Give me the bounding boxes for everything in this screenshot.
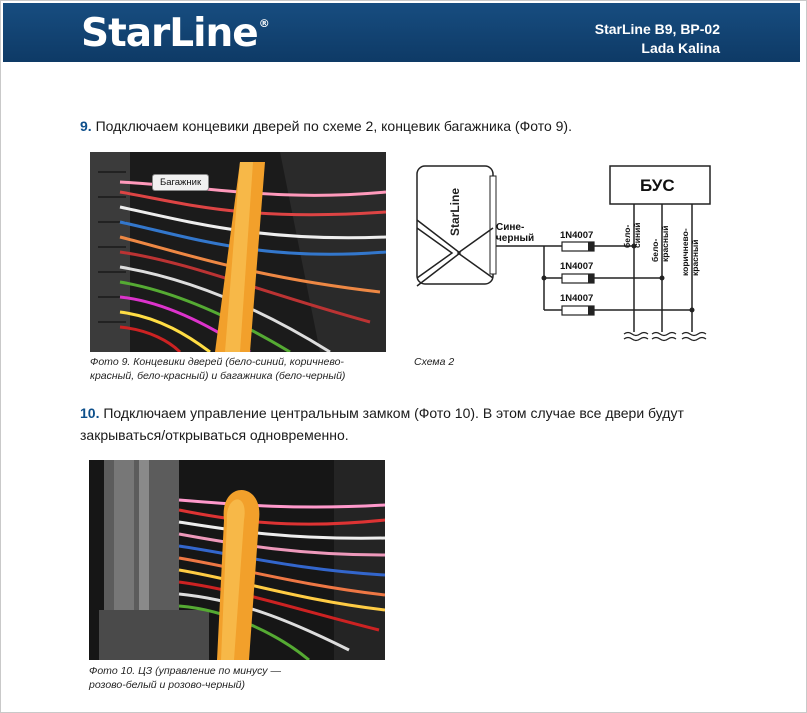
- step-10-instruction: 10. Подключаем управление центральным за…: [80, 402, 740, 446]
- svg-text:1N4007: 1N4007: [560, 261, 593, 272]
- unit-brand-label: StarLine: [448, 188, 462, 236]
- output-label-1a: бело-: [622, 225, 632, 248]
- output-label-2a: бело-: [650, 239, 660, 262]
- photo-10-wiring: [89, 460, 385, 660]
- output-label-3a: коричнево-: [680, 228, 690, 276]
- step-number: 9.: [80, 118, 92, 134]
- diode-2: 1N4007: [560, 261, 595, 284]
- output-label-3b: красный: [690, 239, 700, 276]
- header-car: Lada Kalina: [641, 40, 720, 56]
- output-label-2b: красный: [660, 225, 670, 262]
- header-model: StarLine B9, BP-02: [594, 21, 720, 37]
- wire-label-1: Сине-: [496, 222, 524, 233]
- scheme-2-caption: Схема 2: [414, 356, 455, 368]
- bus-label: БУС: [640, 176, 675, 195]
- step-9-instruction: 9. Подключаем концевики дверей по схеме …: [80, 115, 572, 137]
- wire-label-2: черный: [496, 233, 534, 244]
- header-bar: StarLine® StarLine B9, BP-02 Lada Kalina: [3, 3, 800, 62]
- wire-break-symbols: [623, 331, 707, 342]
- scheme-2-diagram: StarLine БУС Сине- черный 1N4007 1N4007 …: [416, 165, 711, 342]
- svg-text:1N4007: 1N4007: [560, 293, 593, 304]
- starline-unit: StarLine: [416, 165, 497, 287]
- step-number: 10.: [80, 405, 100, 421]
- svg-text:1N4007: 1N4007: [560, 230, 593, 241]
- diode-1: 1N4007: [560, 230, 595, 252]
- starline-logo: StarLine®: [81, 11, 270, 56]
- header-product-info: StarLine B9, BP-02 Lada Kalina: [595, 20, 720, 58]
- photo-9-wiring: Багажник: [90, 152, 386, 352]
- photo-10-caption: Фото 10. ЦЗ (управление по минусу — розо…: [89, 665, 281, 691]
- step-text-line2: закрываться/открываться одновременно.: [80, 427, 349, 443]
- bus-box: [609, 165, 711, 205]
- step-text: Подключаем концевики дверей по схеме 2, …: [91, 118, 572, 134]
- photo-9-caption: Фото 9. Концевики дверей (бело-синий, ко…: [90, 356, 346, 382]
- trunk-label: Багажник: [152, 174, 210, 191]
- diode-3: 1N4007: [560, 293, 595, 316]
- output-label-1b: синий: [632, 222, 642, 248]
- step-text-line1: Подключаем управление центральным замком…: [99, 405, 684, 421]
